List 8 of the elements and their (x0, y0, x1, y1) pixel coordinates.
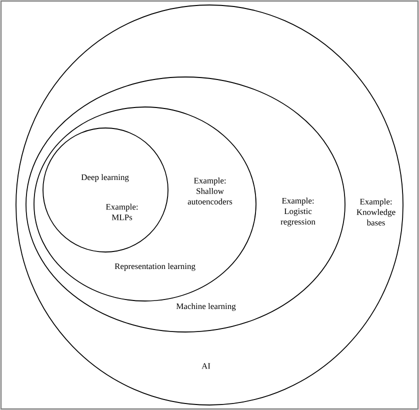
example-label: Example: MLPs (106, 204, 138, 220)
example-label: Example: Shallow autoencoders (188, 178, 232, 204)
set-label: Representation learning (114, 263, 196, 271)
example-label: Example: Logistic regression (280, 198, 316, 226)
set-label: Deep learning (81, 174, 129, 182)
set-label: AI (202, 363, 210, 369)
example-label: Example: Knowledge bases (356, 198, 396, 226)
set-label: Machine learning (176, 303, 236, 311)
